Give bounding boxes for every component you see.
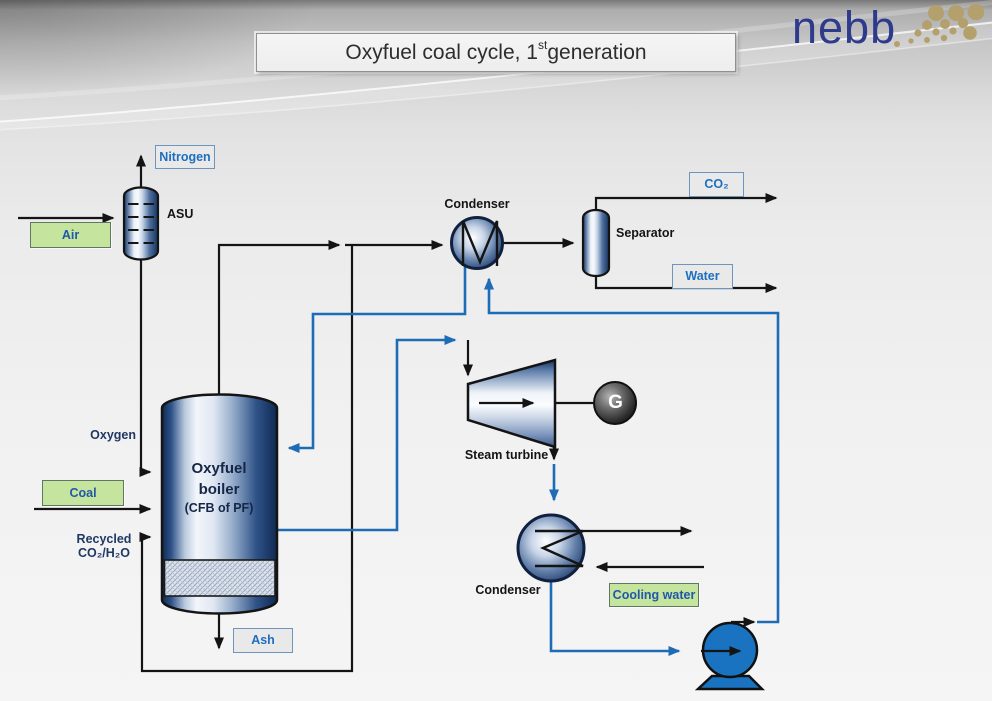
recycled-label: Recycled CO₂/H₂O bbox=[70, 532, 138, 561]
steam-turbine-label: Steam turbine bbox=[464, 448, 549, 462]
logo-dots-icon bbox=[894, 3, 985, 47]
condenser-top-label: Condenser bbox=[444, 197, 510, 211]
coal-tag-label: Coal bbox=[69, 485, 97, 500]
cooling-water-tag: Cooling water bbox=[609, 583, 699, 607]
recycled-label-line2: CO₂/H₂O bbox=[77, 546, 131, 561]
ash-tag-label: Ash bbox=[251, 633, 275, 648]
feedwater-return-line bbox=[287, 266, 467, 453]
co2-tag-label: CO₂ bbox=[704, 177, 729, 192]
condensate-line bbox=[549, 580, 681, 656]
boiler-label-line1: Oxyfuel bbox=[191, 460, 247, 477]
slide-title-superscript: st bbox=[538, 37, 548, 52]
slide-title-text: Oxyfuel coal cycle, 1 bbox=[345, 40, 538, 64]
water-tag: Water bbox=[672, 264, 733, 289]
boiler-hatch-band bbox=[163, 559, 276, 597]
slide-title-suffix: generation bbox=[547, 40, 647, 64]
oxygen-line bbox=[139, 259, 152, 477]
condenser-bottom-label: Condenser bbox=[475, 583, 541, 597]
nitrogen-tag-label: Nitrogen bbox=[159, 149, 211, 164]
air-tag-label: Air bbox=[61, 227, 80, 242]
boiler-label-line3: (CFB of PF) bbox=[184, 501, 254, 515]
co2-tag: CO₂ bbox=[689, 172, 744, 197]
boiler-label: Oxyfuel boiler (CFB of PF) bbox=[164, 458, 274, 516]
asu-label: ASU bbox=[167, 207, 194, 221]
steam-line bbox=[278, 335, 457, 532]
flue-gas-line-1 bbox=[217, 240, 341, 396]
condenser-top-symbol bbox=[450, 216, 504, 270]
asu-column bbox=[122, 186, 160, 261]
recycled-label-line1: Recycled bbox=[76, 532, 132, 546]
generator-symbol bbox=[593, 381, 637, 425]
pump-symbol bbox=[694, 617, 766, 691]
oxygen-label: Oxygen bbox=[90, 428, 136, 442]
coal-tag: Coal bbox=[42, 480, 124, 506]
condenser-bottom-symbol bbox=[516, 513, 586, 583]
feedwater-riser-line bbox=[484, 277, 780, 624]
steam-turbine-symbol bbox=[466, 358, 557, 449]
generator-label: G bbox=[608, 392, 623, 413]
boiler-vessel bbox=[160, 393, 279, 615]
nitrogen-tag: Nitrogen bbox=[155, 145, 215, 169]
separator-vessel bbox=[581, 208, 611, 278]
water-tag-label: Water bbox=[685, 269, 720, 284]
nebb-logo: nebb bbox=[792, 2, 897, 53]
separator-label: Separator bbox=[616, 226, 675, 240]
boiler-label-line2: boiler bbox=[198, 481, 240, 498]
air-tag: Air bbox=[30, 222, 111, 248]
ash-tag: Ash bbox=[233, 628, 293, 653]
co2-line bbox=[594, 193, 778, 211]
cooling-water-tag-label: Cooling water bbox=[612, 587, 696, 602]
